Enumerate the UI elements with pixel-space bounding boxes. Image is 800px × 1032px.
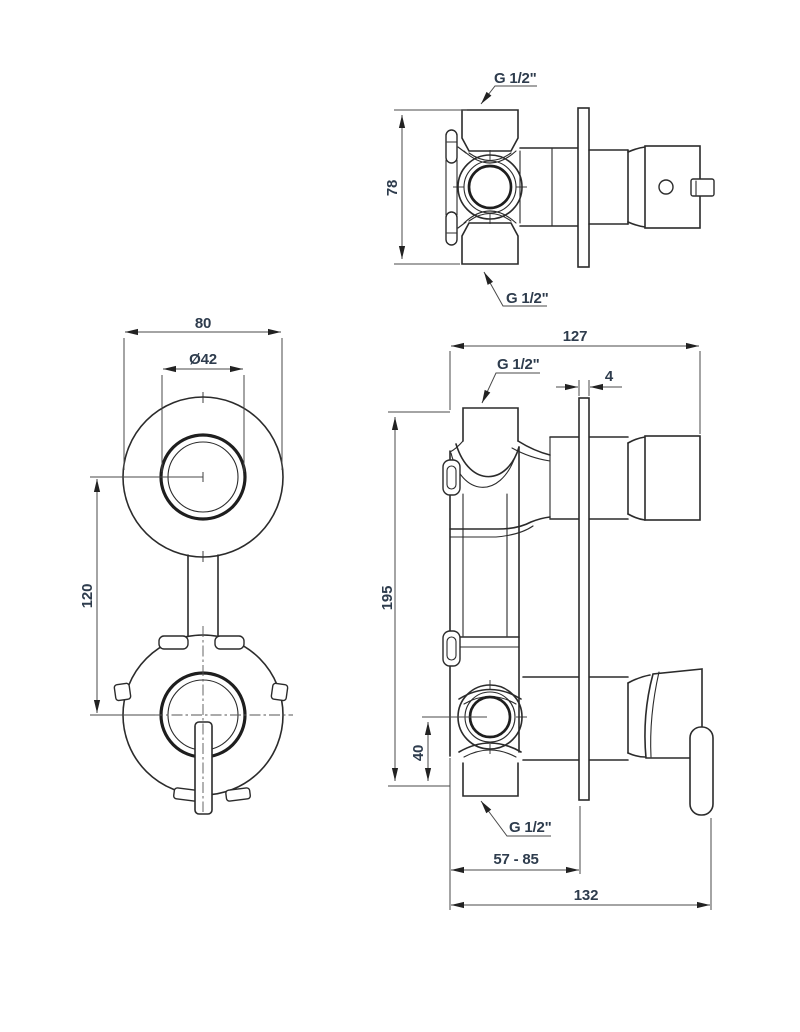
side-port-bottom [462,762,519,797]
dim-120: 120 [79,476,203,716]
dim-40-label: 40 [410,745,427,761]
dim-80-label: 80 [195,315,211,332]
wall-flange-plate-side [578,397,590,801]
dim-4-label: 4 [605,368,614,385]
dim-42-label: Ø42 [189,351,217,368]
port-bottom [461,222,519,265]
thread-label-side-top-text: G 1/2" [497,356,540,373]
thread-label-side-bottom: G 1/2" [480,800,552,837]
thread-label-side-top: G 1/2" [481,356,540,404]
dim-195: 195 [379,411,450,787]
dim-195-label: 195 [379,586,396,610]
dim-80: 80 [123,315,283,470]
port-top [461,109,519,152]
dim-57-85-label: 57 - 85 [493,851,538,868]
dim-127-label: 127 [563,328,587,345]
front-view: 80 Ø42 120 [79,315,293,815]
dim-4: 4 [556,368,622,396]
thread-label-top: G 1/2" [480,70,537,105]
lever-handle-front [194,721,213,815]
valve-boss [453,150,527,224]
lever-handle-side [644,668,714,816]
dim-132: 132 [451,818,712,910]
thermostat-knob-side-view [644,435,701,521]
dim-132-label: 132 [574,887,598,904]
dim-127: 127 [449,328,701,434]
dim-120-label: 120 [79,584,96,608]
thread-label-bottom: G 1/2" [483,271,549,307]
thread-label-bottom-text: G 1/2" [506,290,549,307]
front-view-trim [113,392,293,815]
thread-label-top-text: G 1/2" [494,70,537,87]
dim-42: Ø42 [161,351,245,472]
mounting-bracket [445,129,467,246]
mounting-tabs [113,635,289,802]
dim-78-label: 78 [384,180,401,196]
thermostat-knob-top-view [644,145,715,229]
wall-flange-plate [577,107,590,268]
thread-label-side-bottom-text: G 1/2" [509,819,552,836]
side-clips [442,459,461,667]
side-view: 127 G 1/2" 4 195 40 [379,328,714,910]
dim-78: 78 [384,109,467,265]
top-view: 78 G 1/2" G 1/2" [384,70,715,307]
dim-40: 40 [410,716,487,781]
side-port-top [462,407,519,442]
top-view-valve-body [445,107,715,268]
side-view-valve-body [442,397,714,816]
dim-57-85: 57 - 85 [449,758,581,910]
